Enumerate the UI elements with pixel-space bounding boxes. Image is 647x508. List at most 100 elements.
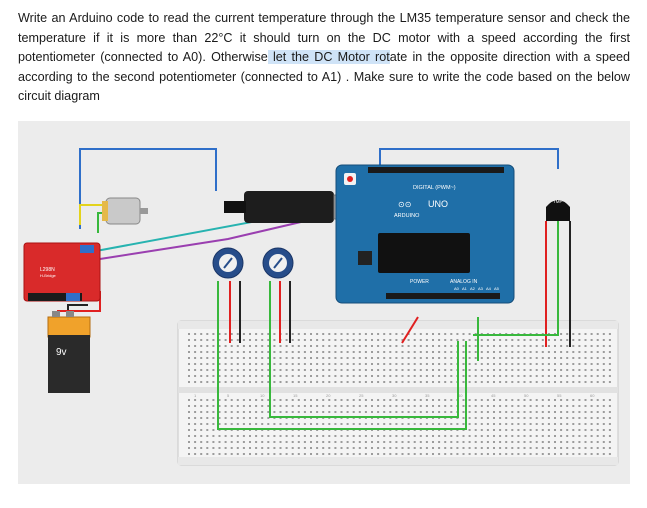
breadboard-hole bbox=[340, 345, 343, 347]
breadboard-hole bbox=[303, 363, 306, 365]
breadboard-hole bbox=[322, 423, 325, 425]
breadboard-hole bbox=[200, 375, 203, 377]
breadboard-hole bbox=[389, 435, 392, 437]
breadboard-hole bbox=[541, 369, 544, 371]
breadboard-hole bbox=[547, 453, 550, 455]
breadboard-hole bbox=[261, 399, 264, 401]
breadboard-hole bbox=[480, 435, 483, 437]
breadboard-hole bbox=[572, 333, 575, 335]
breadboard-hole bbox=[602, 447, 605, 449]
breadboard-hole bbox=[218, 441, 221, 443]
breadboard-hole bbox=[346, 345, 349, 347]
breadboard-hole bbox=[358, 453, 361, 455]
breadboard-hole bbox=[303, 411, 306, 413]
breadboard-hole bbox=[352, 345, 355, 347]
breadboard-hole bbox=[432, 405, 434, 407]
breadboard-hole bbox=[291, 435, 294, 437]
breadboard-hole bbox=[273, 333, 276, 335]
breadboard-hole bbox=[554, 381, 556, 383]
breadboard-hole bbox=[608, 399, 611, 401]
breadboard-hole bbox=[383, 405, 386, 407]
breadboard-hole bbox=[230, 339, 233, 341]
arduino-logo: ⊙⊙ bbox=[398, 200, 411, 209]
breadboard-hole bbox=[322, 399, 325, 401]
breadboard-hole bbox=[517, 381, 520, 383]
breadboard-hole bbox=[480, 423, 483, 425]
breadboard-hole bbox=[352, 363, 355, 365]
breadboard-hole bbox=[517, 447, 520, 449]
driver-label: L298N bbox=[40, 267, 55, 273]
breadboard-hole bbox=[310, 441, 312, 443]
breadboard-hole bbox=[468, 453, 471, 455]
breadboard-hole bbox=[200, 345, 203, 347]
breadboard-hole bbox=[352, 405, 355, 407]
breadboard-hole bbox=[261, 405, 264, 407]
breadboard-hole bbox=[523, 423, 526, 425]
breadboard-hole bbox=[596, 345, 599, 347]
breadboard-hole bbox=[511, 405, 514, 407]
breadboard-hole bbox=[493, 447, 495, 449]
breadboard-hole bbox=[212, 369, 215, 371]
breadboard-hole bbox=[358, 339, 361, 341]
sensor-label: TMP bbox=[553, 199, 563, 204]
breadboard-hole bbox=[602, 453, 605, 455]
breadboard-hole bbox=[486, 381, 489, 383]
breadboard-hole bbox=[377, 351, 380, 353]
breadboard-hole bbox=[218, 399, 221, 401]
arduino-analog-pin-label: A5 bbox=[494, 286, 500, 291]
breadboard-hole bbox=[511, 441, 514, 443]
breadboard-hole bbox=[438, 453, 441, 455]
breadboard-hole bbox=[590, 423, 593, 425]
breadboard-hole bbox=[554, 363, 556, 365]
breadboard-hole bbox=[529, 417, 532, 419]
breadboard-hole bbox=[316, 405, 319, 407]
breadboard-hole bbox=[468, 399, 471, 401]
breadboard-hole bbox=[383, 357, 386, 359]
breadboard-hole bbox=[389, 441, 392, 443]
breadboard-hole bbox=[474, 411, 477, 413]
breadboard-hole bbox=[541, 339, 544, 341]
breadboard-hole bbox=[395, 405, 398, 407]
breadboard-hole bbox=[389, 453, 392, 455]
breadboard-hole bbox=[407, 447, 410, 449]
breadboard-hole bbox=[572, 423, 575, 425]
breadboard-hole bbox=[297, 357, 300, 359]
breadboard-hole bbox=[474, 375, 477, 377]
breadboard-hole bbox=[230, 363, 233, 365]
breadboard-hole bbox=[554, 447, 556, 449]
breadboard-hole bbox=[285, 441, 288, 443]
breadboard-hole bbox=[267, 351, 270, 353]
breadboard-hole bbox=[584, 429, 587, 431]
breadboard-hole bbox=[334, 435, 337, 437]
breadboard-hole bbox=[572, 447, 575, 449]
breadboard-hole bbox=[523, 411, 526, 413]
breadboard-hole bbox=[468, 447, 471, 449]
breadboard-hole bbox=[395, 357, 398, 359]
selected-text-highlight[interactable]: let the DC Motor rot bbox=[267, 50, 390, 65]
breadboard-hole bbox=[608, 345, 611, 347]
breadboard-hole bbox=[200, 381, 203, 383]
breadboard-hole bbox=[291, 381, 294, 383]
breadboard-hole bbox=[480, 381, 483, 383]
breadboard-hole bbox=[224, 441, 227, 443]
breadboard-hole bbox=[456, 447, 459, 449]
breadboard-hole bbox=[364, 405, 367, 407]
breadboard-hole bbox=[438, 363, 441, 365]
breadboard-hole bbox=[346, 447, 349, 449]
breadboard-hole bbox=[255, 435, 258, 437]
breadboard-hole bbox=[328, 453, 331, 455]
breadboard-hole bbox=[322, 453, 325, 455]
arduino-brand: ARDUINO bbox=[394, 213, 420, 219]
breadboard-hole bbox=[450, 369, 453, 371]
breadboard-hole bbox=[584, 399, 587, 401]
breadboard-hole bbox=[438, 423, 441, 425]
breadboard-hole bbox=[554, 357, 556, 359]
breadboard-hole bbox=[364, 357, 367, 359]
breadboard-hole bbox=[267, 405, 270, 407]
breadboard-hole bbox=[529, 351, 532, 353]
breadboard-hole bbox=[523, 405, 526, 407]
breadboard-hole bbox=[267, 363, 270, 365]
breadboard-hole bbox=[590, 453, 593, 455]
breadboard-hole bbox=[334, 357, 337, 359]
breadboard-hole bbox=[230, 411, 233, 413]
